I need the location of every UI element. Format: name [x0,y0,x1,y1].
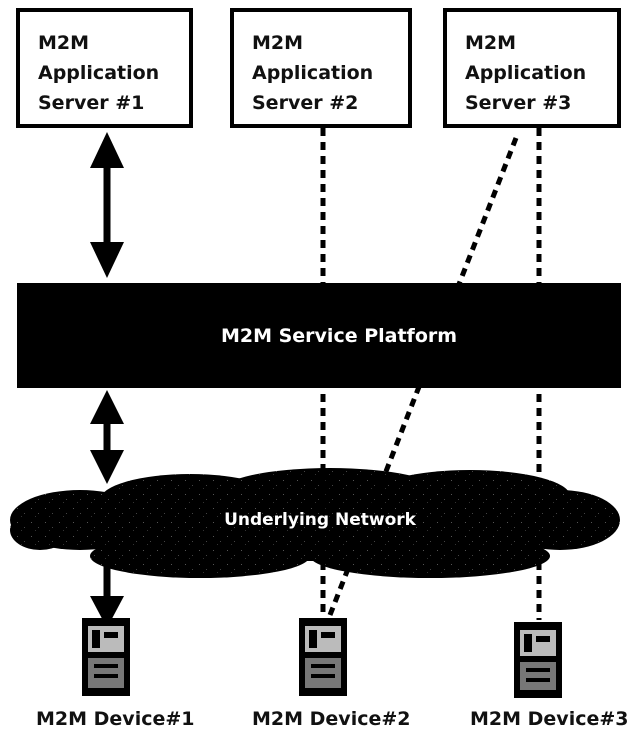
application-server-1: M2M Application Server #1 [16,8,193,128]
device-label-1: M2M Device#1 [36,708,195,730]
service-platform-label: M2M Service Platform [220,324,458,347]
arrow-network-device1 [90,560,124,628]
arrow-server1-platform [90,132,124,278]
service-platform-bar: M2M Service Platform [17,283,621,388]
server-3-line-2: Application [465,62,587,84]
server-3-line-3: Server #3 [465,92,572,114]
device-label-3: M2M Device#3 [470,708,629,730]
application-server-3: M2M Application Server #3 [443,8,621,128]
application-server-2: M2M Application Server #2 [230,8,412,128]
device-icon-3 [514,622,562,698]
server-1-line-3: Server #1 [38,92,145,114]
arrow-platform-network [90,390,124,484]
underlying-network-cloud [10,468,620,578]
device-label-2: M2M Device#2 [252,708,411,730]
server-1-line-2: Application [38,62,160,84]
device-icon-2 [299,618,347,696]
server-2-line-3: Server #2 [252,92,359,114]
server-2-line-1: M2M [252,32,304,54]
server-2-line-2: Application [252,62,374,84]
underlying-network-label: Underlying Network [224,510,416,530]
server-1-line-1: M2M [38,32,90,54]
server-3-line-1: M2M [465,32,517,54]
device-icon-1 [82,618,130,696]
